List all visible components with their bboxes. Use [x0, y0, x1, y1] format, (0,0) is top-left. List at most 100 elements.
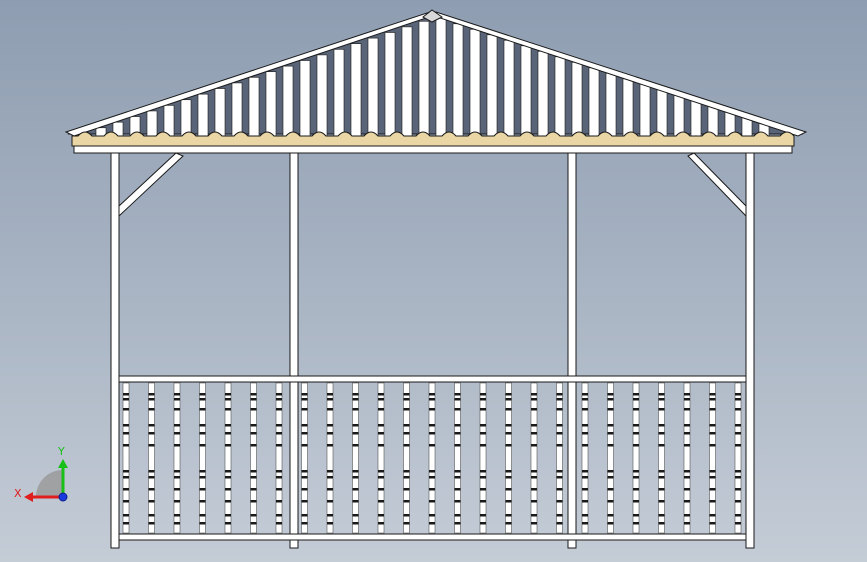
baluster-edge: [123, 432, 129, 435]
baluster-edge: [582, 444, 588, 447]
baluster-edge: [633, 488, 639, 491]
baluster-edge: [250, 398, 257, 401]
roof-rib: [401, 26, 413, 137]
baluster-edge: [633, 500, 639, 503]
baluster-edge: [531, 476, 537, 479]
baluster-edge: [556, 424, 563, 427]
baluster: [505, 382, 512, 534]
roof-rib: [248, 77, 260, 137]
baluster-edge: [607, 408, 614, 411]
baluster-edge: [582, 470, 588, 473]
roof-rib: [282, 65, 294, 137]
roof-rib: [622, 78, 634, 137]
baluster-edge: [148, 424, 155, 427]
baluster-edge: [658, 393, 665, 396]
baluster-edge: [250, 432, 257, 435]
baluster-edge: [174, 500, 180, 503]
baluster-edge: [531, 488, 537, 491]
baluster: [683, 382, 691, 534]
baluster-edge: [735, 408, 741, 411]
baluster-edge: [403, 393, 410, 396]
baluster-edge: [327, 514, 333, 517]
baluster-edge: [505, 444, 512, 447]
baluster-edge: [225, 444, 231, 447]
baluster-edge: [225, 514, 231, 517]
baluster-edge: [429, 500, 435, 503]
baluster-edge: [735, 432, 741, 435]
baluster-edge: [607, 398, 614, 401]
baluster-edge: [148, 476, 155, 479]
baluster-edge: [276, 393, 282, 396]
baluster-edge: [403, 470, 410, 473]
baluster-edge: [403, 476, 410, 479]
axis-triad[interactable]: X Y: [14, 445, 68, 502]
baluster-edge: [684, 514, 690, 517]
baluster-edge: [148, 488, 155, 491]
roof-rib: [316, 54, 328, 137]
baluster-edge: [709, 500, 716, 503]
roof-rib: [656, 89, 668, 137]
roof-rib: [435, 17, 447, 137]
baluster-edge: [327, 444, 333, 447]
baluster-edge: [709, 444, 716, 447]
roof-rib: [231, 82, 243, 137]
baluster-edge: [709, 488, 716, 491]
baluster-edge: [225, 408, 231, 411]
roof-rib: [639, 83, 651, 137]
baluster-edge: [225, 424, 231, 427]
baluster-edge: [556, 514, 563, 517]
baluster-edge: [225, 500, 231, 503]
baluster-edge: [556, 408, 563, 411]
baluster-edge: [148, 408, 155, 411]
baluster-edge: [684, 500, 690, 503]
baluster-edge: [276, 398, 282, 401]
roof-rib: [673, 94, 685, 137]
baluster-edge: [174, 408, 180, 411]
baluster-edge: [582, 500, 588, 503]
baluster-edge: [556, 398, 563, 401]
baluster-edge: [378, 444, 384, 447]
baluster-edge: [327, 408, 333, 411]
baluster-edge: [148, 444, 155, 447]
baluster-edge: [123, 514, 129, 517]
baluster-edge: [123, 522, 129, 525]
baluster-edge: [429, 470, 435, 473]
baluster-edge: [607, 424, 614, 427]
top-rail: [118, 375, 747, 383]
baluster: [428, 382, 436, 534]
baluster-edge: [454, 393, 461, 396]
top-beam: [73, 145, 793, 154]
baluster-edge: [531, 432, 537, 435]
baluster-edge: [174, 444, 180, 447]
baluster-edge: [658, 500, 665, 503]
baluster-edge: [684, 476, 690, 479]
baluster-edge: [378, 514, 384, 517]
baluster-edge: [454, 470, 461, 473]
baluster-edge: [684, 522, 690, 525]
baluster-edge: [352, 476, 359, 479]
baluster-edge: [378, 522, 384, 525]
baluster-edge: [480, 476, 486, 479]
baluster-edge: [403, 514, 410, 517]
baluster-edge: [352, 470, 359, 473]
baluster-edge: [607, 393, 614, 396]
baluster-edge: [429, 432, 435, 435]
frame: [73, 145, 793, 549]
baluster: [530, 382, 538, 534]
baluster-edge: [327, 393, 333, 396]
baluster-edge: [684, 424, 690, 427]
baluster-edge: [148, 432, 155, 435]
baluster-edge: [531, 470, 537, 473]
baluster-edge: [378, 500, 384, 503]
baluster-edge: [454, 514, 461, 517]
baluster: [377, 382, 385, 534]
baluster-edge: [174, 398, 180, 401]
baluster-edge: [480, 398, 486, 401]
baluster: [709, 382, 716, 534]
baluster-edge: [709, 424, 716, 427]
baluster-edge: [735, 500, 741, 503]
baluster: [199, 382, 206, 534]
baluster-edge: [505, 432, 512, 435]
baluster: [581, 382, 589, 534]
